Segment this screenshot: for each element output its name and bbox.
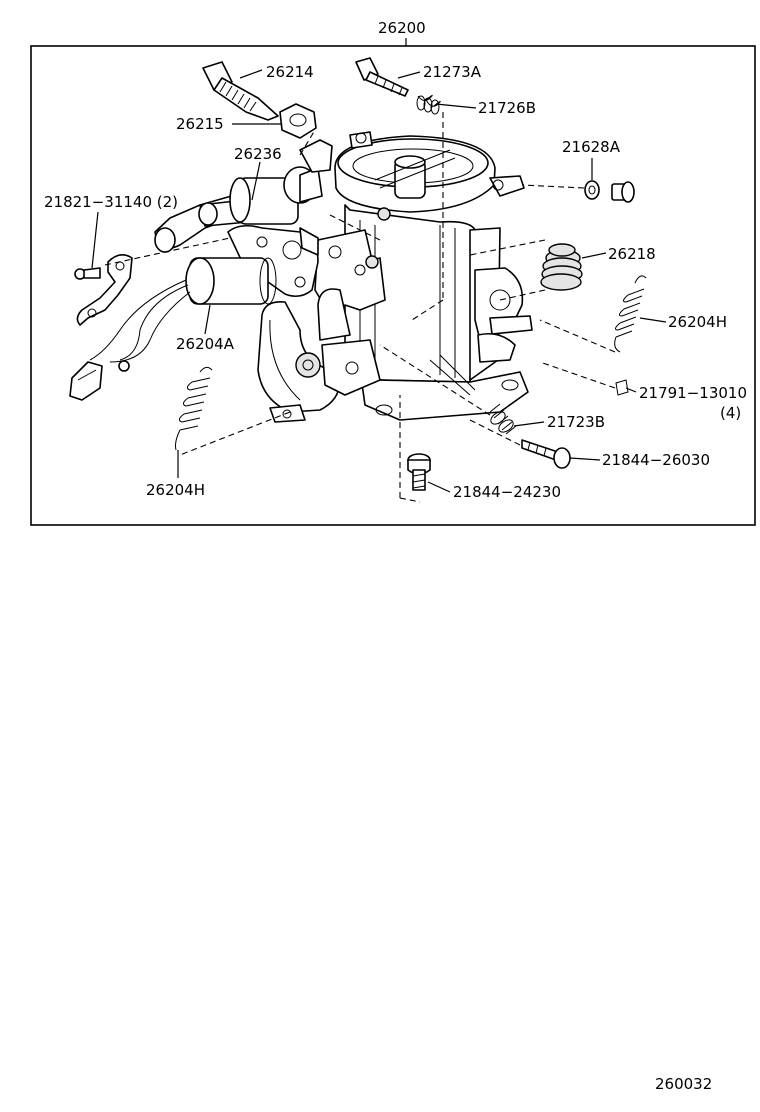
part-26218-spring bbox=[540, 243, 583, 291]
carburetor-body bbox=[314, 131, 533, 421]
callout-21791-quantity: (4) bbox=[720, 404, 741, 422]
assembly-lines bbox=[104, 112, 616, 503]
part-21723B-spring bbox=[489, 403, 517, 435]
callout-21726B: 21726B bbox=[478, 99, 536, 117]
part-21726B-spring bbox=[416, 94, 441, 115]
part-26215-nut bbox=[279, 103, 317, 139]
part-21844-26030-screw bbox=[521, 439, 571, 469]
callout-21844-24230: 21844−24230 bbox=[453, 483, 561, 501]
callout-21628A: 21628A bbox=[562, 138, 621, 156]
drawing-code: 260032 bbox=[655, 1075, 712, 1093]
part-26204H-spring-left bbox=[175, 366, 213, 451]
part-26214-screw bbox=[202, 61, 279, 121]
assembly-number-label: 26200 bbox=[378, 19, 426, 37]
diagram-frame bbox=[30, 45, 756, 526]
callout-21821-31140: 21821−31140 (2) bbox=[44, 193, 178, 211]
callout-26214: 26214 bbox=[266, 63, 314, 81]
callout-21844-26030: 21844−26030 bbox=[602, 451, 710, 469]
part-26204H-spring-right bbox=[614, 275, 647, 353]
part-21628A-plug bbox=[584, 180, 635, 203]
part-21821-screw bbox=[74, 267, 101, 280]
part-21273A-screw bbox=[355, 57, 409, 97]
callout-21791-13010: 21791−13010 bbox=[639, 384, 747, 402]
callout-21273A: 21273A bbox=[423, 63, 482, 81]
bracket-lever bbox=[76, 254, 133, 326]
part-21791-clip bbox=[615, 379, 629, 396]
callout-26236: 26236 bbox=[234, 145, 282, 163]
callout-leaders bbox=[91, 69, 667, 493]
callout-26215: 26215 bbox=[176, 115, 224, 133]
callout-26204H-left: 26204H bbox=[146, 481, 205, 499]
callout-26218: 26218 bbox=[608, 245, 656, 263]
fast-idle-cam bbox=[257, 300, 381, 423]
throttle-linkage-plate bbox=[227, 224, 319, 298]
callout-21723B: 21723B bbox=[547, 413, 605, 431]
choke-breaker-assembly bbox=[154, 139, 333, 253]
solenoid-26204A bbox=[69, 257, 277, 401]
part-21844-24230-screw bbox=[407, 453, 431, 491]
callout-26204H-right: 26204H bbox=[668, 313, 727, 331]
callout-26204A: 26204A bbox=[176, 335, 235, 353]
